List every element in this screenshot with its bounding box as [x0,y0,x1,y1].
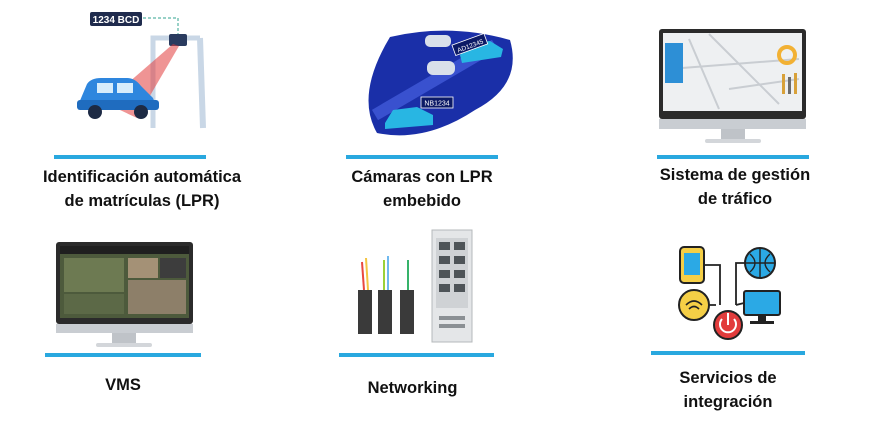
traffic-monitor-illustration [659,29,806,143]
lpr-label: Identificación automática de matrículas … [42,168,242,210]
wifi-icon [678,289,710,321]
vms-monitor-illustration [56,242,193,347]
switch-icon [431,229,473,343]
networking-accent-bar [339,353,494,357]
cameras-accent-bar [346,155,498,159]
car-plate-text: NB1234 [424,101,449,108]
networking-label: Networking [367,379,458,397]
integration-label: Servicios de integración [679,369,777,411]
camera-shape [169,34,187,46]
traffic-label: Sistema de gestión de tráfico [659,166,811,208]
plate-badge [90,12,142,26]
vms-label: VMS [105,376,141,394]
car-1 [385,107,433,129]
networking-illustration [358,229,473,343]
cables-icon [358,256,414,334]
plate-text: 1234 BCD [93,15,140,26]
vms-accent-bar [45,353,201,357]
globe-icon [744,247,776,279]
lpr-accent-bar [54,155,206,159]
cameras-illustration: NB1234 AD12345 [368,30,513,136]
cameras-label: Cámaras con LPR embebido [351,168,493,210]
camera-2 [427,61,455,75]
integration-illustration [678,246,781,340]
integration-accent-bar [651,351,805,355]
camera-1 [425,35,451,47]
monitor-icon [743,290,781,324]
lpr-illustration: 1234 BCD [77,12,206,129]
traffic-accent-bar [657,155,809,159]
power-icon [713,310,743,340]
